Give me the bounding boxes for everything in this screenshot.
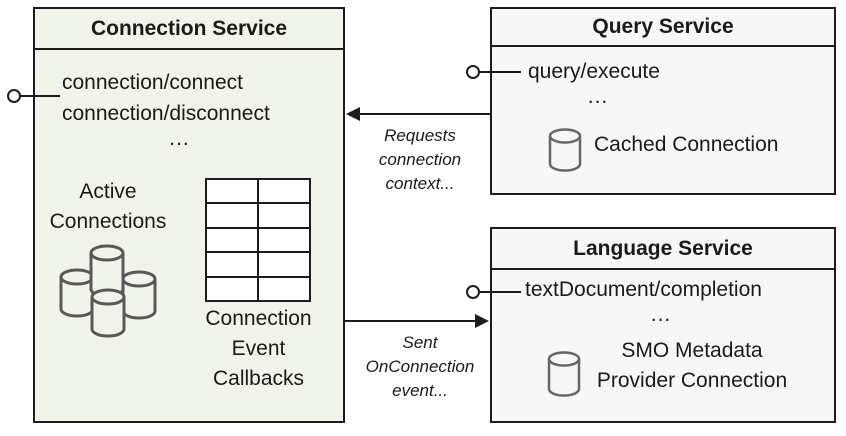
callback-table-cell (259, 253, 309, 276)
sent-onconnection-event-annotation: Sent OnConnection event... (365, 333, 475, 400)
query-service-box: Query Service query/execute ... Cached C… (490, 7, 836, 195)
query-service-methods: query/execute ... (528, 56, 668, 107)
language-service-box: Language Service textDocument/completion… (490, 227, 836, 423)
method-textdocument-completion: textDocument/completion (525, 278, 762, 301)
methods-ellipsis: ... (587, 85, 609, 108)
arrow-connection-to-language (345, 314, 489, 328)
language-service-title: Language Service (492, 229, 834, 270)
database-cylinder-icon (547, 351, 581, 397)
cached-connection-label: Cached Connection (594, 133, 779, 156)
methods-ellipsis: ... (169, 127, 190, 150)
connection-service-methods: connection/connect connection/disconnect… (62, 67, 297, 149)
language-service-methods: textDocument/completion ... (525, 274, 797, 325)
connection-service-title: Connection Service (35, 9, 343, 50)
methods-ellipsis: ... (650, 303, 672, 326)
callback-table-cell (259, 277, 309, 300)
db-cylinder-top (89, 244, 125, 298)
smo-metadata-provider-label: SMO Metadata Provider Connection (596, 339, 788, 392)
method-connection-disconnect: connection/disconnect (62, 102, 270, 125)
callback-table-cell (259, 228, 309, 252)
callback-table-cell (207, 253, 257, 276)
callback-table-cell (207, 228, 257, 252)
callback-table-grid (205, 178, 311, 302)
db-cylinder-right (121, 270, 157, 320)
arrow-query-to-connection (346, 107, 490, 121)
callback-table-cell (207, 180, 257, 203)
database-cylinder-icon (548, 128, 582, 172)
requests-connection-context-annotation: Requests connection context... (378, 126, 462, 193)
connection-event-callbacks-label: Connection Event Callbacks (205, 307, 312, 390)
method-connection-connect: connection/connect (62, 71, 243, 94)
callback-table-cell (207, 204, 257, 227)
callback-table-cell (207, 277, 257, 300)
db-cylinder-bottom (90, 288, 126, 338)
query-service-title: Query Service (492, 9, 834, 47)
callback-table-cell (259, 180, 309, 203)
database-cluster-icon (59, 244, 157, 338)
active-connections-label: Active Connections (49, 180, 167, 233)
db-cylinder-left (59, 268, 95, 318)
method-query-execute: query/execute (528, 60, 660, 83)
connection-service-box: Connection Service connection/connect co… (33, 7, 345, 423)
callback-table-cell (259, 204, 309, 227)
